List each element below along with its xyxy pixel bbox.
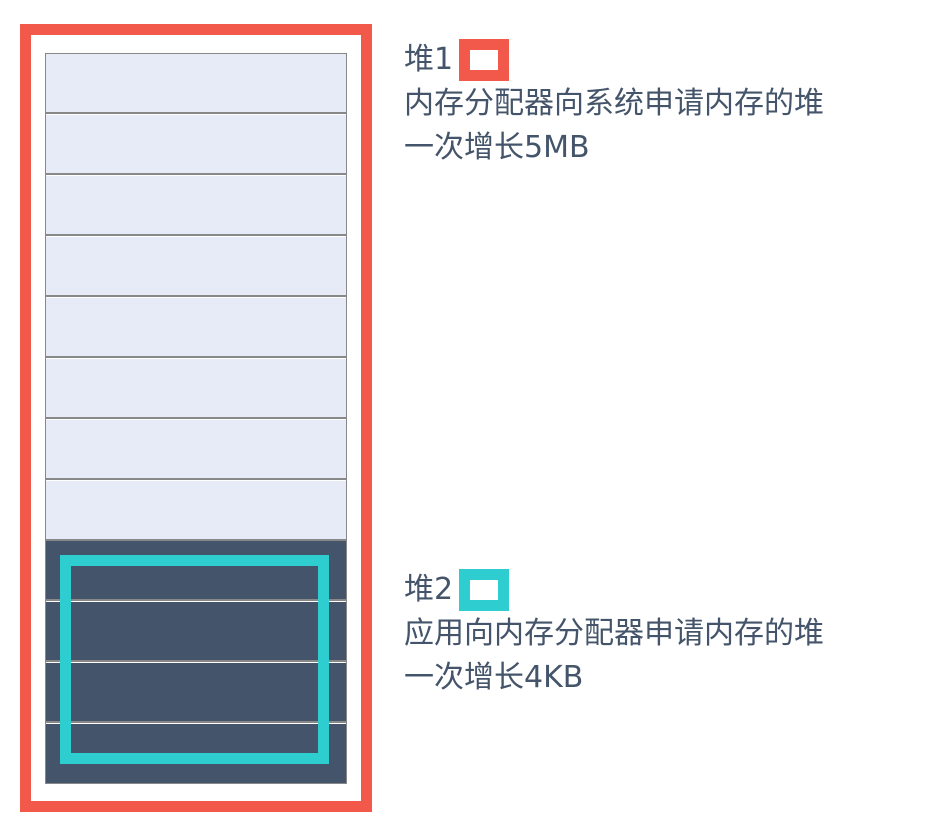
legend-heap1: 堆1 内存分配器向系统申请内存的堆 一次增长5MB [404,38,824,170]
legend-heap1-desc: 内存分配器向系统申请内存的堆 [404,86,824,121]
legend-heap2: 堆2 应用向内存分配器申请内存的堆 一次增长4KB [404,568,824,700]
legend-heap2-title: 堆2 [404,572,454,607]
legend-heap1-title: 堆1 [404,42,454,77]
memory-block [46,298,346,358]
legend-heap2-growth: 一次增长4KB [404,660,584,695]
heap2-swatch-icon [459,569,510,611]
memory-block [46,176,346,236]
legend-heap2-desc: 应用向内存分配器申请内存的堆 [404,616,824,651]
memory-block [46,420,346,480]
heap1-swatch-icon [459,39,510,81]
memory-block [46,237,346,297]
memory-block-allocated [46,663,346,723]
legend-heap1-growth: 一次增长5MB [404,130,590,165]
memory-block [46,115,346,175]
memory-block-allocated [46,541,346,601]
heap2-frame [60,555,329,764]
memory-block-allocated [46,602,346,662]
memory-block [46,481,346,541]
memory-block [46,359,346,419]
memory-block [46,54,346,114]
